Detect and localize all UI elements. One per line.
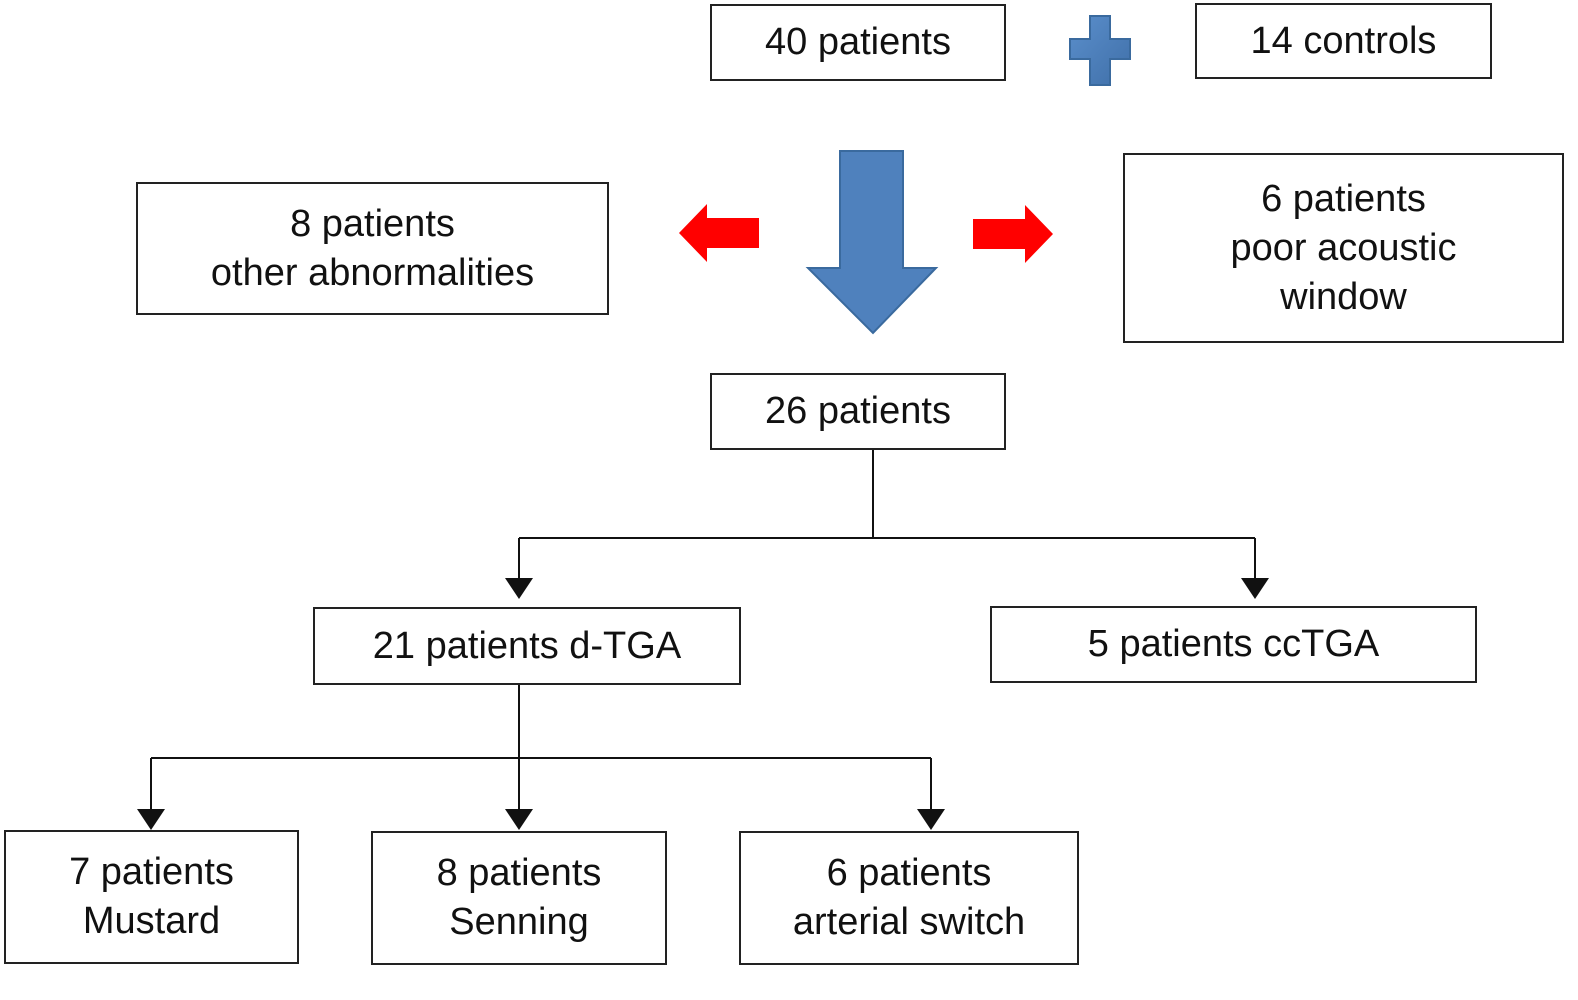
plus-icon [1069,15,1131,86]
arterial-switch-procedure: arterial switch [792,901,1026,943]
arrowhead-to-cctga [1241,578,1269,599]
left-arrow-icon [679,204,759,262]
patients-26-label: 26 patients [765,390,951,432]
excluded-other-abnormalities-box: 8 patients other abnormalities [136,182,609,315]
mustard-count: 7 patients [69,851,234,893]
arterial-switch-box: 6 patients arterial switch [739,831,1079,965]
excluded-other-reason: other abnormalities [210,251,535,294]
controls-14-box: 14 controls [1195,3,1492,79]
arrowhead-to-mustard [137,809,165,830]
cctga-label: 5 patients ccTGA [1087,623,1380,665]
senning-box: 8 patients Senning [371,831,667,965]
excluded-acoustic-reason-1: poor acoustic [1230,226,1457,269]
down-arrow-icon [805,150,939,335]
patients-40-box: 40 patients [710,4,1006,81]
arrowhead-to-arterial-switch [917,809,945,830]
cctga-box: 5 patients ccTGA [990,606,1477,683]
arrowhead-to-dtga [505,578,533,599]
controls-14-label: 14 controls [1250,19,1437,62]
senning-count: 8 patients [436,852,602,894]
patients-26-box: 26 patients [710,373,1006,450]
patients-40-label: 40 patients [765,21,951,63]
mustard-procedure: Mustard [82,900,221,942]
excluded-other-count: 8 patients [290,202,455,245]
arterial-switch-count: 6 patients [826,852,992,894]
excluded-poor-acoustic-box: 6 patients poor acoustic window [1123,153,1564,343]
right-arrow-icon [973,205,1053,263]
mustard-box: 7 patients Mustard [4,830,299,964]
senning-procedure: Senning [449,901,589,943]
dtga-box: 21 patients d-TGA [313,607,741,685]
excluded-acoustic-count: 6 patients [1261,177,1426,220]
dtga-label: 21 patients d-TGA [372,624,682,667]
excluded-acoustic-reason-2: window [1280,275,1407,318]
arrowhead-to-senning [505,809,533,830]
